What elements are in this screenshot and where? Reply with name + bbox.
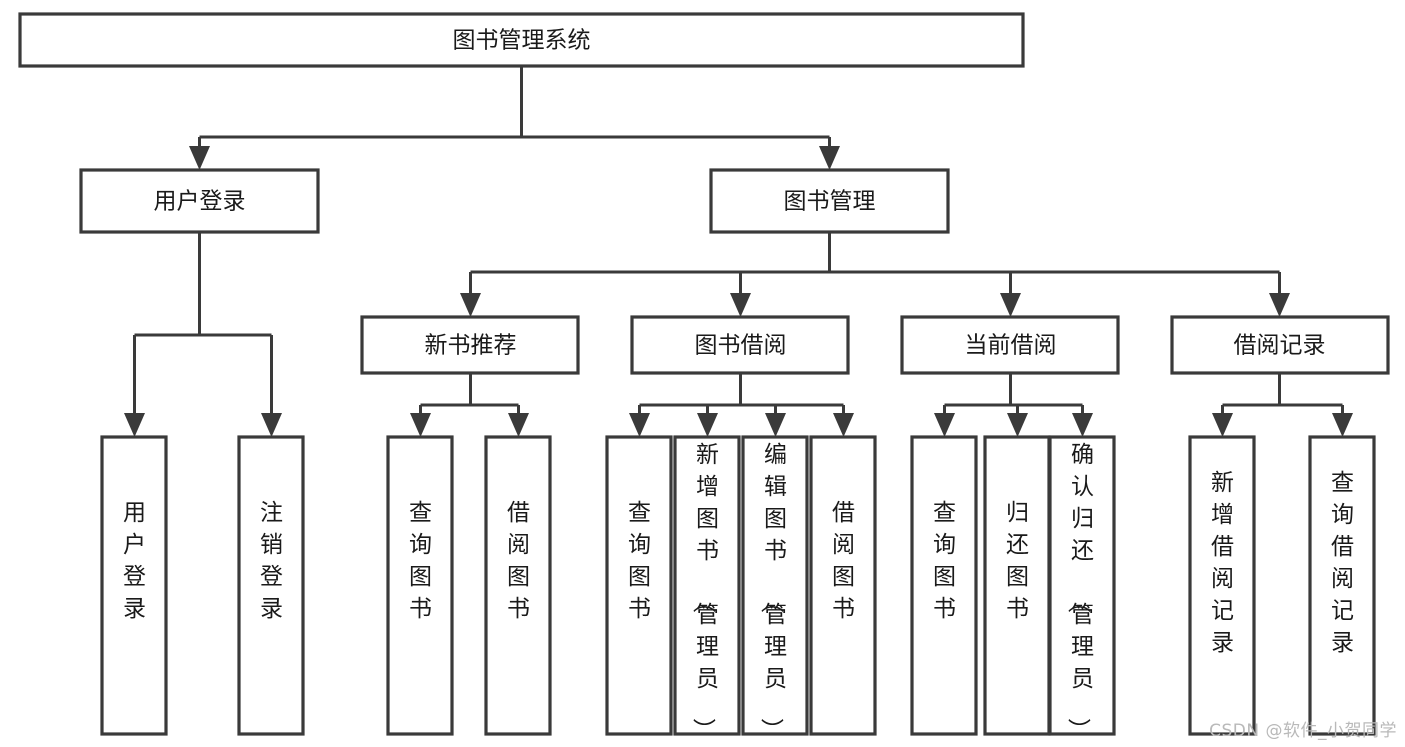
leaf-node-edit-book-admin-label: 编辑图书（管理员） xyxy=(758,442,787,741)
arrow-icon-leaf-borrow-4 xyxy=(833,413,854,437)
leaf-node-query-book-current-label: 查询图书 xyxy=(933,500,956,622)
arrow-icon-leaf-user-login-2 xyxy=(261,413,282,437)
node-borrow-record[interactable]: 借阅记录 xyxy=(1170,315,1390,375)
leaf-node-confirm-return-admin-box[interactable] xyxy=(1048,435,1116,736)
node-current-borrow[interactable]: 当前借阅 xyxy=(900,315,1120,375)
leaf-node-query-book-newbook-box[interactable] xyxy=(386,435,454,736)
node-user-login-box[interactable] xyxy=(79,168,320,234)
leaf-node-user-login-label: 用户登录 xyxy=(123,500,146,622)
node-book-management-label: 图书管理 xyxy=(784,189,876,215)
leaf-node-return-book[interactable]: 归还图书 xyxy=(983,435,1051,736)
node-book-borrow-label: 图书借阅 xyxy=(695,333,787,359)
leaf-node-query-borrow-record[interactable]: 查询借阅记录 xyxy=(1308,435,1376,736)
arrow-icon-leaf-new-book-1 xyxy=(410,413,431,437)
leaf-node-borrow-book-newbook-box[interactable] xyxy=(484,435,552,736)
leaf-node-query-book-newbook-label: 查询图书 xyxy=(409,500,432,622)
leaf-node-query-book-current[interactable]: 查询图书 xyxy=(910,435,978,736)
leaf-node-return-book-box[interactable] xyxy=(983,435,1051,736)
arrow-icon-leaf-current-2 xyxy=(1007,413,1028,437)
node-user-login[interactable]: 用户登录 xyxy=(79,168,320,234)
arrow-icon-leaf-record-2 xyxy=(1332,413,1353,437)
arrow-icon-leaf-user-login-1 xyxy=(124,413,145,437)
leaf-layer: 用户登录 注销登录 查询图书 借阅图书 查询图书 新增图书（管理员） xyxy=(100,435,1376,741)
arrow-icon-leaf-borrow-1 xyxy=(629,413,650,437)
leaf-node-add-book-admin[interactable]: 新增图书（管理员） xyxy=(673,435,741,741)
leaf-node-query-book-borrow-box[interactable] xyxy=(605,435,673,736)
leaf-node-query-book-current-box[interactable] xyxy=(910,435,978,736)
leaf-node-add-borrow-record-box[interactable] xyxy=(1188,435,1256,736)
node-book-management[interactable]: 图书管理 xyxy=(709,168,950,234)
leaf-node-logout[interactable]: 注销登录 xyxy=(237,435,305,736)
leaf-node-add-borrow-record[interactable]: 新增借阅记录 xyxy=(1188,435,1256,736)
node-borrow-record-box[interactable] xyxy=(1170,315,1390,375)
leaf-node-borrow-book-label: 借阅图书 xyxy=(832,500,855,622)
arrow-icon-to-new-book xyxy=(460,293,481,317)
leaf-node-edit-book-admin-box[interactable] xyxy=(741,435,809,736)
leaf-node-user-login[interactable]: 用户登录 xyxy=(100,435,168,736)
node-borrow-record-label: 借阅记录 xyxy=(1234,333,1326,359)
leaf-node-query-book-borrow-label: 查询图书 xyxy=(628,500,651,622)
arrow-icon-to-book-mgmt xyxy=(819,146,840,170)
arrow-icon-leaf-current-3 xyxy=(1072,413,1093,437)
leaf-node-confirm-return-admin[interactable]: 确认归还（管理员） xyxy=(1048,435,1116,741)
arrow-icon-leaf-current-1 xyxy=(934,413,955,437)
leaf-node-logout-label: 注销登录 xyxy=(260,500,283,622)
node-new-book-recommend[interactable]: 新书推荐 xyxy=(360,315,580,375)
node-root-system-label: 图书管理系统 xyxy=(453,28,591,54)
arrow-icon-to-current xyxy=(1000,293,1021,317)
node-current-borrow-label: 当前借阅 xyxy=(965,333,1057,359)
leaf-node-add-book-admin-box[interactable] xyxy=(673,435,741,736)
arrow-icon-leaf-borrow-3 xyxy=(765,413,786,437)
leaf-node-add-borrow-record-label: 新增借阅记录 xyxy=(1211,470,1234,656)
node-book-management-box[interactable] xyxy=(709,168,950,234)
node-new-book-recommend-box[interactable] xyxy=(360,315,580,375)
arrow-icon-to-user-login xyxy=(189,146,210,170)
node-root-system-box[interactable] xyxy=(18,12,1025,68)
node-root-system[interactable]: 图书管理系统 xyxy=(18,12,1025,68)
node-book-borrow[interactable]: 图书借阅 xyxy=(630,315,850,375)
leaf-node-user-login-box[interactable] xyxy=(100,435,168,736)
leaf-node-edit-book-admin[interactable]: 编辑图书（管理员） xyxy=(741,435,809,741)
leaf-node-logout-box[interactable] xyxy=(237,435,305,736)
leaf-node-borrow-book-box[interactable] xyxy=(809,435,877,736)
arrow-icon-to-borrow xyxy=(730,293,751,317)
node-book-borrow-box[interactable] xyxy=(630,315,850,375)
node-user-login-label: 用户登录 xyxy=(154,189,246,215)
leaf-node-confirm-return-admin-label: 确认归还（管理员） xyxy=(1065,442,1094,741)
leaf-node-borrow-book-newbook-label: 借阅图书 xyxy=(507,500,530,622)
leaf-node-query-book-borrow[interactable]: 查询图书 xyxy=(605,435,673,736)
leaf-node-query-borrow-record-label: 查询借阅记录 xyxy=(1331,470,1354,656)
leaf-node-query-book-newbook[interactable]: 查询图书 xyxy=(386,435,454,736)
arrowhead-layer xyxy=(124,146,1353,437)
arrow-icon-leaf-record-1 xyxy=(1212,413,1233,437)
arrow-icon-to-record xyxy=(1269,293,1290,317)
leaf-node-add-book-admin-label: 新增图书（管理员） xyxy=(690,442,719,741)
leaf-node-return-book-label: 归还图书 xyxy=(1006,500,1029,622)
arrow-icon-leaf-borrow-2 xyxy=(697,413,718,437)
node-new-book-recommend-label: 新书推荐 xyxy=(425,333,517,359)
leaf-node-borrow-book-newbook[interactable]: 借阅图书 xyxy=(484,435,552,736)
arrow-icon-leaf-new-book-2 xyxy=(508,413,529,437)
leaf-node-borrow-book[interactable]: 借阅图书 xyxy=(809,435,877,736)
leaf-node-query-borrow-record-box[interactable] xyxy=(1308,435,1376,736)
node-current-borrow-box[interactable] xyxy=(900,315,1120,375)
